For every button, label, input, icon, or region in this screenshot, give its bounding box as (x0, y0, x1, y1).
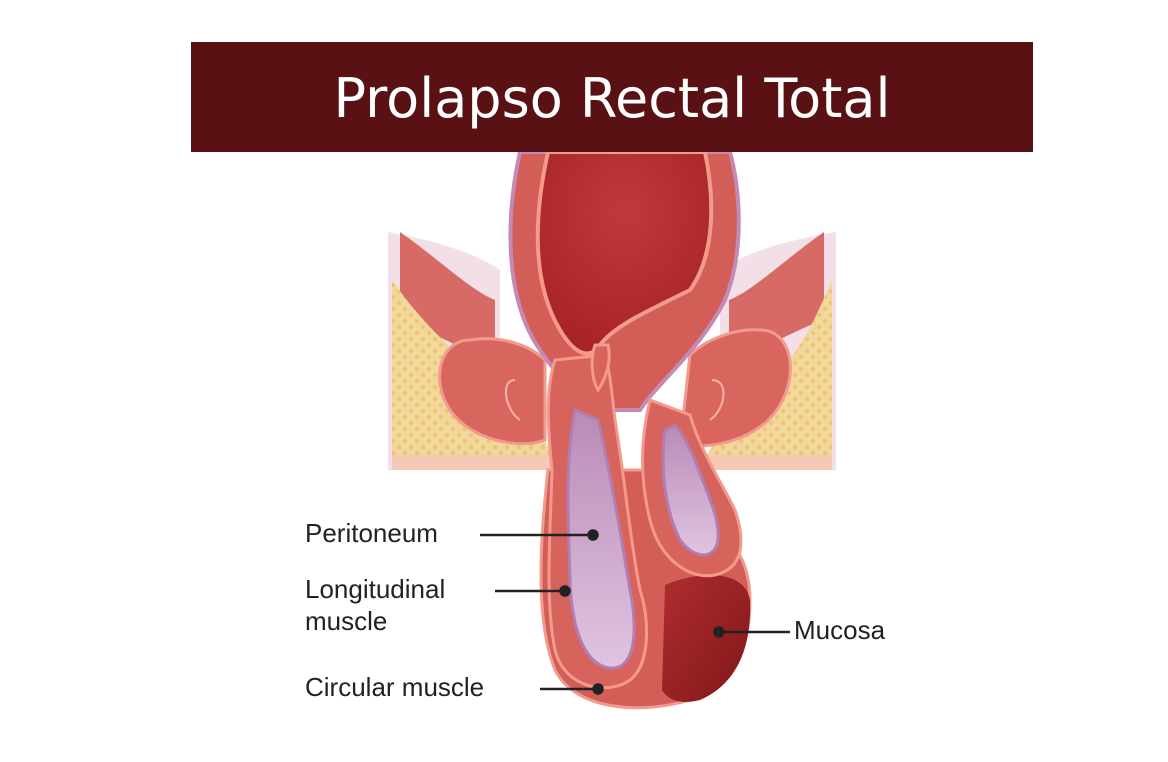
label-peritoneum: Peritoneum (305, 518, 438, 548)
label-longitudinal-line2: muscle (305, 606, 388, 636)
label-longitudinal-line1: Longitudinal (305, 574, 446, 604)
title-banner: Prolapso Rectal Total (191, 42, 1033, 152)
sphincter-left (438, 337, 547, 446)
label-circular-muscle: Circular muscle (305, 672, 485, 702)
label-mucosa: Mucosa (794, 615, 886, 645)
leader-dot-longitudinal (559, 585, 571, 597)
leader-dot-circular (592, 683, 604, 695)
leader-dot-peritoneum (587, 529, 599, 541)
leader-dot-mucosa (713, 626, 725, 638)
leader-lines (480, 529, 790, 695)
sphincter-right (678, 328, 792, 448)
page-title: Prolapso Rectal Total (333, 67, 891, 130)
rectum-upper (508, 150, 741, 412)
rectal-tube-walls (546, 343, 743, 690)
